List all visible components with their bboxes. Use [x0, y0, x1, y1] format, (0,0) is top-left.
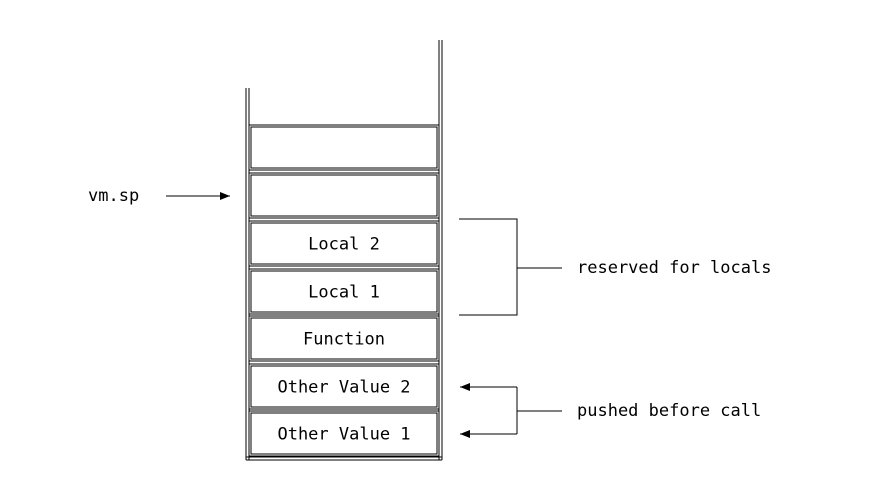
stack-slot: Function [248, 315, 440, 362]
stack-slot-label: Local 2 [308, 235, 380, 255]
pushed-before-call-bracket: pushed before call [460, 383, 761, 438]
stack-slot: Local 1 [248, 268, 440, 315]
stack-slot [248, 124, 440, 171]
stack-pointer: vm.sp [88, 186, 230, 206]
stack-slot: Local 2 [248, 220, 440, 267]
stack-slot: Other Value 2 [248, 363, 440, 410]
reserved-locals-label: reserved for locals [577, 258, 771, 278]
stack-slot-label: Other Value 2 [277, 378, 410, 398]
vm-sp-label: vm.sp [88, 186, 139, 206]
pushed-before-call-label: pushed before call [577, 401, 761, 421]
reserved-locals-bracket: reserved for locals [459, 218, 771, 316]
stack-slot-label: Local 1 [308, 283, 380, 303]
stack-slot [248, 172, 440, 219]
stack-slot: Other Value 1 [248, 410, 440, 457]
stack-slot-label: Function [303, 330, 385, 350]
stack-slot-label: Other Value 1 [277, 425, 410, 445]
